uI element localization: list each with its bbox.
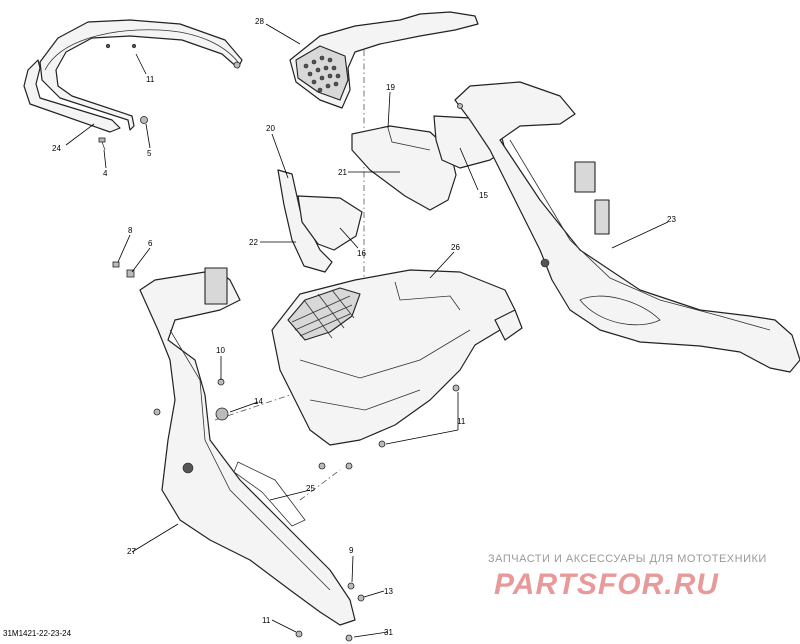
callout-24: 24 <box>52 144 61 153</box>
fastener-5 <box>140 116 148 124</box>
watermark-brand-logo: PARTSFOR.RU <box>494 568 719 601</box>
callout-22: 22 <box>249 238 258 247</box>
fastener-4 <box>98 137 106 151</box>
part-27-lower-fairing <box>139 267 356 626</box>
callout-25: 25 <box>306 484 315 493</box>
callout-5: 5 <box>147 149 152 158</box>
callout-21: 21 <box>338 168 347 177</box>
callout-10: 10 <box>216 346 225 355</box>
callout-11-mid: 11 <box>457 417 466 426</box>
part-23-side-fairing <box>454 81 800 373</box>
callout-28: 28 <box>255 17 264 26</box>
part-28-grille-panel <box>289 11 479 109</box>
callout-8: 8 <box>128 226 133 235</box>
part-24-grab-handle <box>23 19 243 133</box>
callout-6: 6 <box>148 239 153 248</box>
leader-lines <box>65 23 669 638</box>
watermark: ЗАПЧАСТИ И АКСЕССУАРЫ ДЛЯ МОТОТЕХНИКИ PA… <box>488 553 788 602</box>
watermark-tagline: ЗАПЧАСТИ И АКСЕССУАРЫ ДЛЯ МОТОТЕХНИКИ <box>488 553 767 565</box>
fasteners-misc <box>112 261 460 642</box>
callout-11-top: 11 <box>146 75 155 84</box>
diagram-code: 31M1421-22-23-24 <box>3 629 72 638</box>
callout-20: 20 <box>266 124 275 133</box>
callout-31: 31 <box>384 628 393 637</box>
callout-13: 13 <box>384 587 393 596</box>
callout-labels: 28 11 24 5 4 19 20 21 15 22 16 26 23 8 6… <box>52 17 676 637</box>
part-21-side-panel <box>351 125 457 211</box>
part-16-cover <box>297 195 363 251</box>
callout-11-bottom: 11 <box>262 616 271 625</box>
callout-23: 23 <box>667 215 676 224</box>
part-26-front-panel <box>271 269 523 446</box>
callout-9: 9 <box>349 546 354 555</box>
callout-19: 19 <box>386 83 395 92</box>
callout-16: 16 <box>357 249 366 258</box>
callout-15: 15 <box>479 191 488 200</box>
callout-27: 27 <box>127 547 136 556</box>
callout-26: 26 <box>451 243 460 252</box>
callout-4: 4 <box>103 169 108 178</box>
callout-14: 14 <box>254 397 263 406</box>
